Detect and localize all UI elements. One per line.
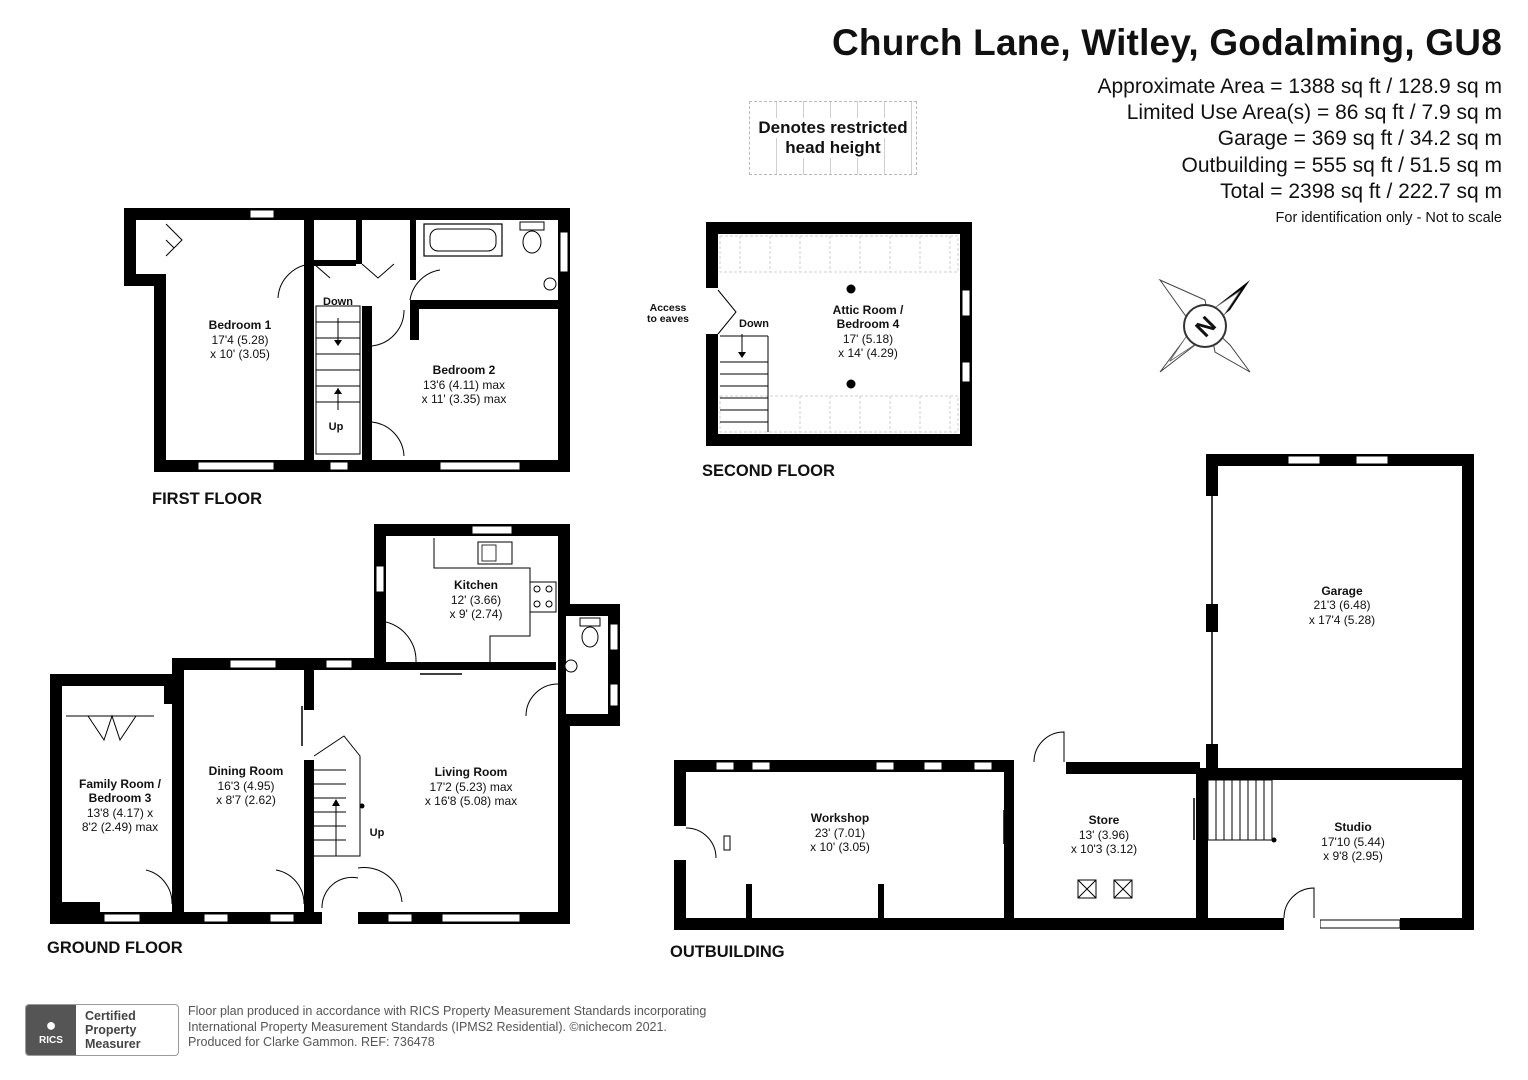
garage-dim1: 21'3 (6.48) [1314,598,1371,612]
garage-name: Garage [1321,584,1363,598]
kitchen-name: Kitchen [454,578,498,592]
legend-line-1: Denotes restricted [757,118,909,138]
sf-access-label-2: to eaves [647,313,689,325]
rics-lion-icon: ● [45,1014,57,1035]
workshop-name: Workshop [811,811,869,825]
badge-line-3: Measurer [85,1037,141,1051]
workshop-dim1: 23' (7.01) [815,826,865,840]
footer-line-3: Produced for Clarke Gammon. REF: 736478 [188,1035,435,1049]
footer-line-1: Floor plan produced in accordance with R… [188,1004,707,1018]
workshop-dim2: x 10' (3.05) [810,840,870,854]
ff-up-label: Up [329,421,344,433]
attic-dim1: 17' (5.18) [843,332,893,346]
bedroom2-dim1: 13'6 (4.11) max [423,378,505,392]
family-dim2: 8'2 (2.49) max [82,820,158,834]
store-dim2: x 10'3 (3.12) [1071,842,1137,856]
studio-name: Studio [1334,820,1371,834]
bedroom1-name: Bedroom 1 [209,318,272,332]
bedroom2-dim2: x 11' (3.35) max [422,392,507,406]
badge-line-1: Certified [85,1009,136,1023]
bedroom2-name: Bedroom 2 [433,363,496,377]
compass-rose [1158,278,1251,373]
outbuilding-plan [672,454,1474,932]
rics-logo: ● RICS [26,1005,76,1055]
gf-up-label: Up [370,827,385,839]
dining-dim1: 16'3 (4.95) [218,779,275,793]
bedroom1-dim1: 17'4 (5.28) [212,333,269,347]
page-title: Church Lane, Witley, Godalming, GU8 [831,22,1502,63]
bedroom1-dim2: x 10' (3.05) [210,347,270,361]
second-floor-plan [704,222,972,446]
living-dim2: x 16'8 (5.08) max [425,794,517,808]
living-name: Living Room [435,765,508,779]
ground-floor-plan [50,524,620,926]
rics-logo-text: RICS [39,1034,63,1046]
sf-down-label: Down [739,318,769,330]
studio-dim2: x 9'8 (2.95) [1323,849,1383,863]
first-floor-plan [124,208,570,472]
living-dim1: 17'2 (5.23) max [430,780,513,794]
sf-access-label-1: Access [650,302,687,314]
kitchen-dim2: x 9' (2.74) [450,607,503,621]
limited-use-area: Limited Use Area(s) = 86 sq ft / 7.9 sq … [1126,101,1502,125]
store-name: Store [1089,813,1120,827]
rics-badge-text: Certified Property Measurer [76,1005,178,1055]
second-floor-label: SECOND FLOOR [702,462,835,480]
rics-badge: ● RICS Certified Property Measurer [25,1004,179,1056]
total-area: Total = 2398 sq ft / 222.7 sq m [1220,179,1502,203]
family-name-1: Family Room / [79,777,162,791]
family-dim1: 13'8 (4.17) x [87,806,153,820]
outbuilding-label: OUTBUILDING [670,943,785,961]
ground-floor-label: GROUND FLOOR [47,939,183,957]
store-dim1: 13' (3.96) [1079,828,1129,842]
badge-line-2: Property [85,1023,137,1037]
family-name-2: Bedroom 3 [89,791,152,805]
ff-down-label: Down [323,296,353,308]
garage-dim2: x 17'4 (5.28) [1309,613,1375,627]
garage-area: Garage = 369 sq ft / 34.2 sq m [1217,127,1502,151]
kitchen-dim1: 12' (3.66) [451,593,501,607]
attic-name-1: Attic Room / [833,303,904,317]
attic-dim2: x 14' (4.29) [838,346,898,360]
legend-line-2: head height [784,138,882,158]
attic-name-2: Bedroom 4 [837,317,900,331]
footer-line-2: International Property Measurement Stand… [188,1019,667,1034]
dining-name: Dining Room [209,764,284,778]
footer-note: Floor plan produced in accordance with R… [188,1004,706,1051]
restricted-height-legend: Denotes restricted head height [749,101,917,175]
approximate-area: Approximate Area = 1388 sq ft / 128.9 sq… [1097,75,1503,98]
area-summary: Approximate Area = 1388 sq ft / 128.9 sq… [1098,74,1503,227]
disclaimer-note: For identification only - Not to scale [1275,210,1502,227]
room-labels: Bedroom 1 17'4 (5.28) x 10' (3.05) Bedro… [79,296,1385,863]
first-floor-label: FIRST FLOOR [152,490,262,508]
studio-dim1: 17'10 (5.44) [1321,835,1385,849]
outbuilding-area: Outbuilding = 555 sq ft / 51.5 sq m [1181,153,1502,177]
dining-dim2: x 8'7 (2.62) [216,793,276,807]
